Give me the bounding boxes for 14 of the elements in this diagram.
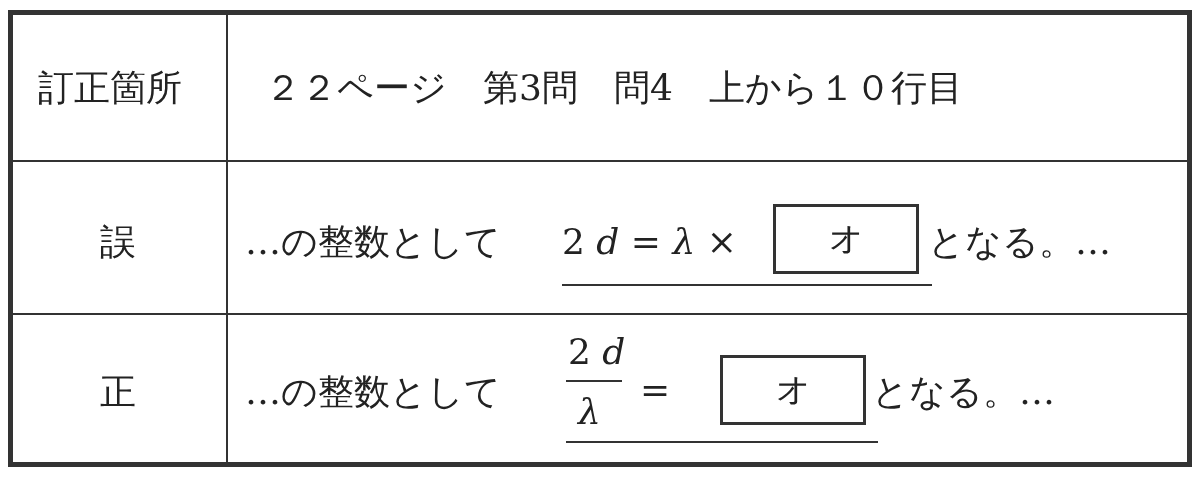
fraction-numerator: 2 d: [568, 332, 626, 372]
sentence-text: …の整数として: [245, 372, 501, 412]
answer-box: オ: [773, 204, 919, 274]
row-heading: 誤: [100, 222, 136, 262]
equals-sign: =: [640, 370, 671, 410]
answer-box: オ: [720, 355, 866, 425]
formula-text: 2 d = λ ×: [562, 222, 737, 262]
correction-location: ２２ページ 第3問 問4 上から１０行目: [265, 68, 963, 108]
sentence-text: となる。…: [872, 372, 1055, 412]
row-heading: 訂正箇所: [38, 68, 182, 108]
row-heading: 正: [100, 372, 136, 412]
sentence-text: …の整数として: [245, 222, 501, 262]
fraction-denominator: λ: [578, 392, 601, 432]
sentence-text: となる。…: [928, 222, 1111, 262]
